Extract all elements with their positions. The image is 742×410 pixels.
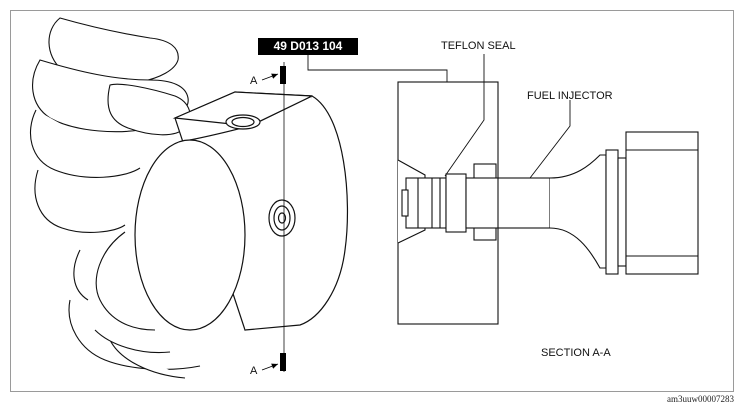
section-label: SECTION A-A bbox=[541, 347, 611, 359]
section-mark-top: A bbox=[250, 75, 258, 87]
image-code: am3uuw00007283 bbox=[667, 394, 734, 404]
tool-number-badge: 49 D013 104 bbox=[258, 38, 358, 55]
section-mark-bottom: A bbox=[250, 365, 258, 377]
tool-block bbox=[134, 91, 349, 331]
teflon-seal-leader bbox=[444, 54, 485, 177]
section-line bbox=[261, 62, 286, 372]
hand-illustration bbox=[29, 17, 201, 379]
teflon-seal-label: TEFLON SEAL bbox=[441, 40, 516, 52]
tool-leader-line bbox=[307, 55, 448, 82]
section-view bbox=[397, 81, 699, 325]
fuel-injector-leader bbox=[529, 100, 571, 179]
fuel-injector-label: FUEL INJECTOR bbox=[527, 90, 613, 102]
